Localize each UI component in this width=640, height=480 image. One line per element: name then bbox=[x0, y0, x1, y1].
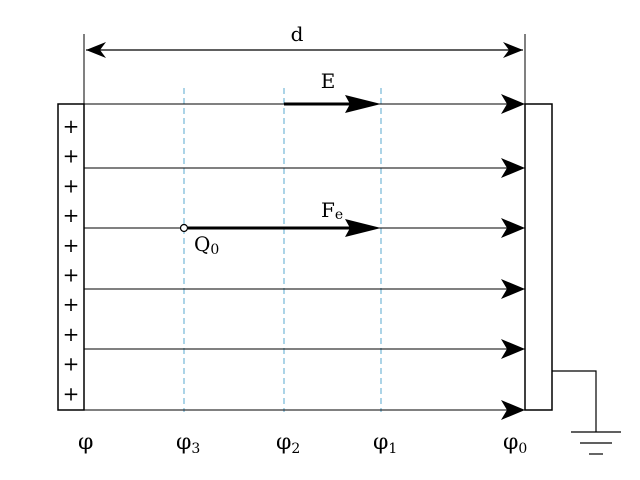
plus-sign: + bbox=[63, 292, 80, 316]
arrowhead-icon bbox=[501, 400, 525, 420]
plus-sign: + bbox=[63, 203, 80, 227]
arrowhead-icon bbox=[501, 339, 525, 359]
force-label: Fe bbox=[321, 198, 343, 223]
ground-icon bbox=[552, 370, 621, 455]
plus-sign: + bbox=[63, 352, 80, 376]
grounded-plate bbox=[524, 103, 553, 411]
potential-label-phi1: φ1 bbox=[373, 430, 397, 457]
potential-label-phi3: φ3 bbox=[176, 430, 200, 457]
potential-label-phi2: φ2 bbox=[276, 430, 300, 457]
arrowhead-icon bbox=[501, 218, 525, 238]
positive-plate bbox=[57, 103, 85, 411]
potential-label-phi: φ bbox=[78, 430, 93, 455]
plus-sign: + bbox=[63, 233, 80, 257]
plus-sign: + bbox=[63, 263, 80, 287]
plus-sign: + bbox=[63, 381, 80, 405]
arrowhead-icon bbox=[501, 158, 525, 178]
field-label: E bbox=[321, 69, 336, 93]
potential-label-phi0: φ0 bbox=[503, 430, 527, 457]
charge-label: Q0 bbox=[194, 232, 219, 258]
arrowhead-icon bbox=[501, 279, 525, 299]
plus-sign: + bbox=[63, 114, 80, 138]
arrowhead-icon bbox=[501, 94, 525, 114]
test-charge bbox=[179, 223, 189, 233]
distance-dimension bbox=[83, 34, 526, 104]
force-vector-arrow bbox=[188, 219, 381, 237]
plus-sign: + bbox=[63, 144, 80, 168]
field-lines bbox=[84, 94, 525, 420]
distance-label: d bbox=[291, 22, 304, 46]
field-vector-arrow bbox=[284, 95, 381, 113]
plus-sign: + bbox=[63, 322, 80, 346]
plus-signs: + + + + + + + + + + bbox=[63, 114, 80, 405]
plus-sign: + bbox=[63, 173, 80, 197]
